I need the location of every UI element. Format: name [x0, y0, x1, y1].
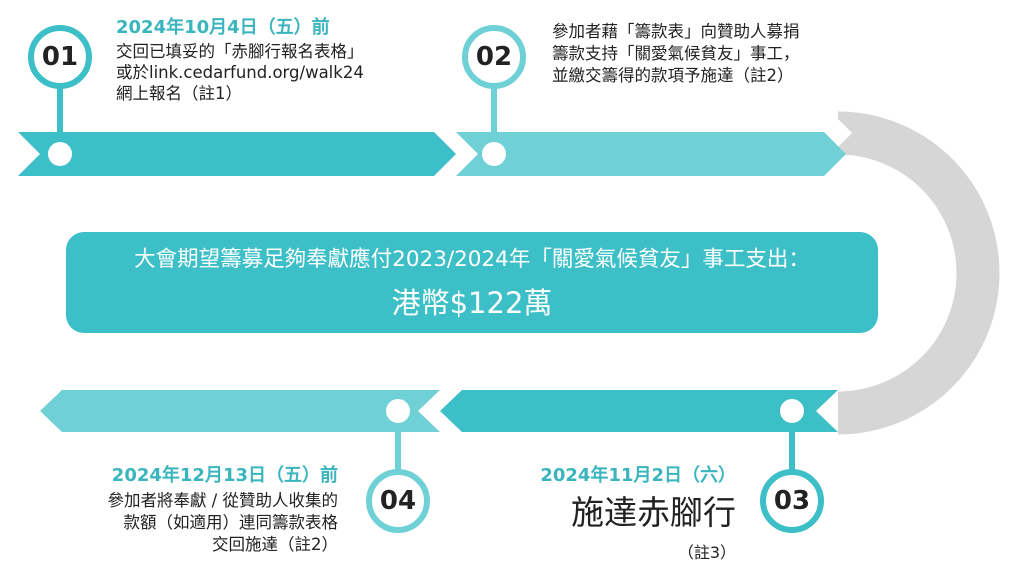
step-02-line-2: 籌款支持「關愛氣候貧友」事工，: [552, 44, 800, 63]
step-01-date: 2024年10月4日（五）前: [116, 17, 330, 38]
fundraising-target-box: 大會期望籌募足夠奉獻應付2023/2024年「關愛氣候貧友」事工支出： 港幣$1…: [66, 232, 878, 333]
step-04-line-2: 款額（如適用）連同籌款表格: [123, 513, 339, 532]
step-03-title: 施達赤腳行: [571, 493, 736, 532]
gray-connector-arc: [837, 111, 1000, 435]
step-03-date: 2024年11月2日（六）: [540, 465, 736, 486]
step-01-line-1: 交回已填妥的「赤腳行報名表格」: [116, 42, 364, 61]
step-02-line-3: 並繳交籌得的款項予施達（註2）: [552, 66, 794, 85]
step-01-line-2: 或於link.cedarfund.org/walk24: [116, 63, 364, 82]
step-number-01: 01: [41, 42, 79, 72]
step-04-line-1: 參加者將奉獻 / 從贊助人收集的: [107, 491, 338, 510]
step-number-04: 04: [379, 486, 417, 516]
step-04-line-3: 交回施達（註2）: [212, 535, 338, 554]
pin-dot-02: [482, 142, 506, 166]
top-arrow-segment-2: [456, 132, 846, 176]
pin-dot-03: [780, 399, 804, 423]
step-number-02: 02: [475, 42, 513, 72]
pin-head-02: [462, 25, 526, 89]
pin-head-03: [760, 469, 824, 533]
step-number-03: 03: [773, 486, 811, 516]
step-04-date: 2024年12月13日（五）前: [111, 465, 338, 486]
pin-head-01: [28, 25, 92, 89]
pin-dot-04: [386, 399, 410, 423]
bottom-arrow-segment-3: [440, 390, 838, 432]
top-arrow-segment-1: [18, 132, 456, 176]
bottom-arrow-segment-4: [40, 390, 440, 432]
step-02-line-1: 參加者藉「籌款表」向贊助人募捐: [552, 22, 800, 41]
step-03-note: （註3）: [677, 543, 736, 562]
pin-dot-01: [48, 142, 72, 166]
target-amount: 港幣$122萬: [391, 286, 553, 320]
pin-head-04: [366, 469, 430, 533]
step-01-line-3: 網上報名（註1）: [116, 84, 242, 103]
target-description: 大會期望籌募足夠奉獻應付2023/2024年「關愛氣候貧友」事工支出：: [134, 247, 810, 272]
